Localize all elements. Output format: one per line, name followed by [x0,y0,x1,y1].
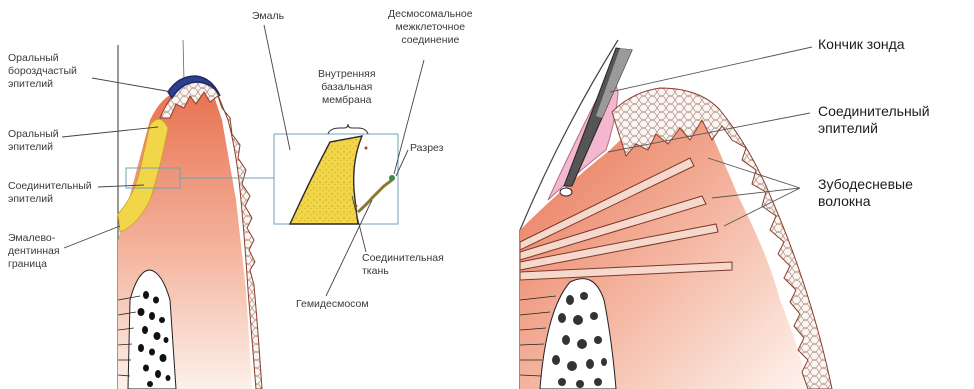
label-desmosomal-junction: Десмосомальное межклеточное соединение [388,8,473,47]
label-oral-sulcular-epithelium: Оральный бороздчастый эпителий [8,52,77,91]
label-internal-basal-lamina: Внутренняя базальная мембрана [318,68,376,107]
label-section: Разрез [410,142,443,155]
inset-cell-marker [365,147,368,150]
label-junctional-epithelium-right: Соединительный эпителий [818,103,930,137]
label-oral-epithelium: Оральный эпителий [8,128,59,154]
label-junctional-epithelium: Соединительный эпителий [8,180,92,206]
label-connective-tissue: Соединительная ткань [362,252,444,278]
label-hemidesmosome: Гемидесмосом [296,298,369,311]
label-probe-tip: Кончик зонда [818,36,905,53]
label-enamel: Эмаль [252,10,284,23]
inset-desmosome-dot [389,175,395,181]
enamel-line [183,40,184,80]
basal-lamina-bracket [328,124,368,134]
right-figure [520,40,832,389]
label-gingival-fibers: Зубодесневые волокна [818,176,913,210]
label-cementoenamel-junction: Эмалево- дентинная граница [8,232,60,271]
probe-tip-ball [560,188,572,196]
